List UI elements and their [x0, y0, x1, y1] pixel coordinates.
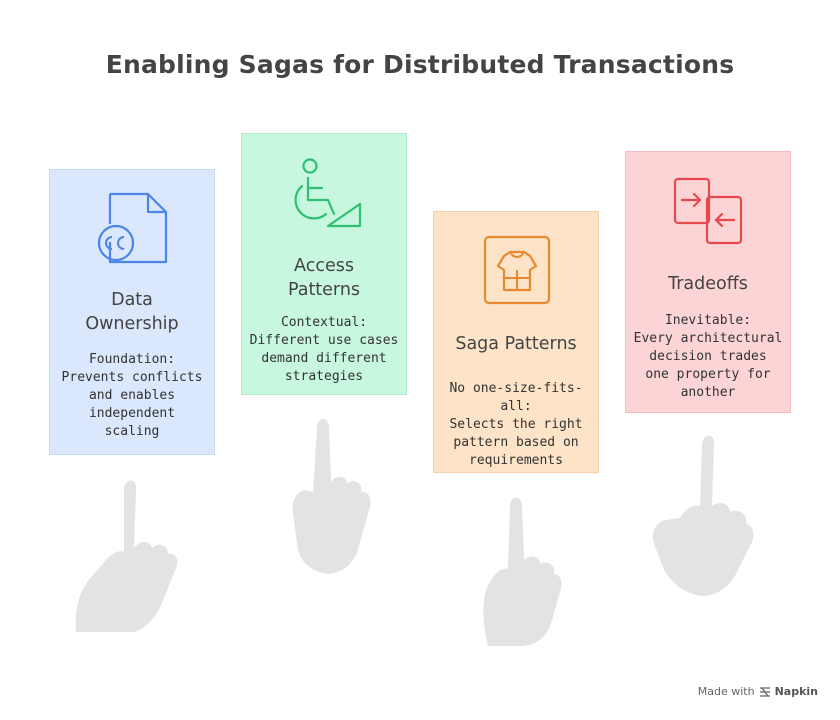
- pointing-hand-icon: [292, 419, 371, 574]
- card-description: Inevitable: Every architectural decision…: [633, 313, 783, 400]
- exchange-arrows-icon: [673, 177, 743, 245]
- card-heading: Access Patterns: [287, 256, 361, 300]
- napkin-logo-icon: [759, 686, 770, 697]
- accessibility-ramp-icon: [294, 158, 362, 228]
- pointing-hand-icon: [75, 480, 178, 632]
- card-description: Foundation: Prevents conflicts and enabl…: [61, 352, 203, 439]
- card-heading: Saga Patterns: [455, 334, 577, 354]
- document-cc-icon: [97, 192, 168, 264]
- diagram-title: Enabling Sagas for Distributed Transacti…: [105, 50, 735, 79]
- pointing-hand-icon: [652, 435, 754, 596]
- card-description: Contextual: Different use cases demand d…: [249, 315, 399, 384]
- pointing-hand-icon: [483, 497, 562, 646]
- watermark-brand: Napkin: [774, 685, 818, 698]
- card-tradeoffs: Tradeoffs Inevitable: Every architectura…: [625, 151, 791, 413]
- card-heading: Data Ownership: [85, 290, 179, 334]
- card-heading: Tradeoffs: [668, 274, 748, 294]
- card-saga-patterns: Saga Patterns No one-size-fits-all: Sele…: [433, 211, 599, 473]
- card-data-ownership: Data Ownership Foundation: Prevents conf…: [49, 169, 215, 455]
- shirt-pattern-icon: [483, 235, 551, 305]
- watermark: Made with Napkin: [698, 685, 818, 698]
- card-description: No one-size-fits-all: Selects the right …: [449, 381, 583, 468]
- watermark-prefix: Made with: [697, 685, 755, 698]
- card-access-patterns: Access Patterns Contextual: Different us…: [241, 133, 407, 395]
